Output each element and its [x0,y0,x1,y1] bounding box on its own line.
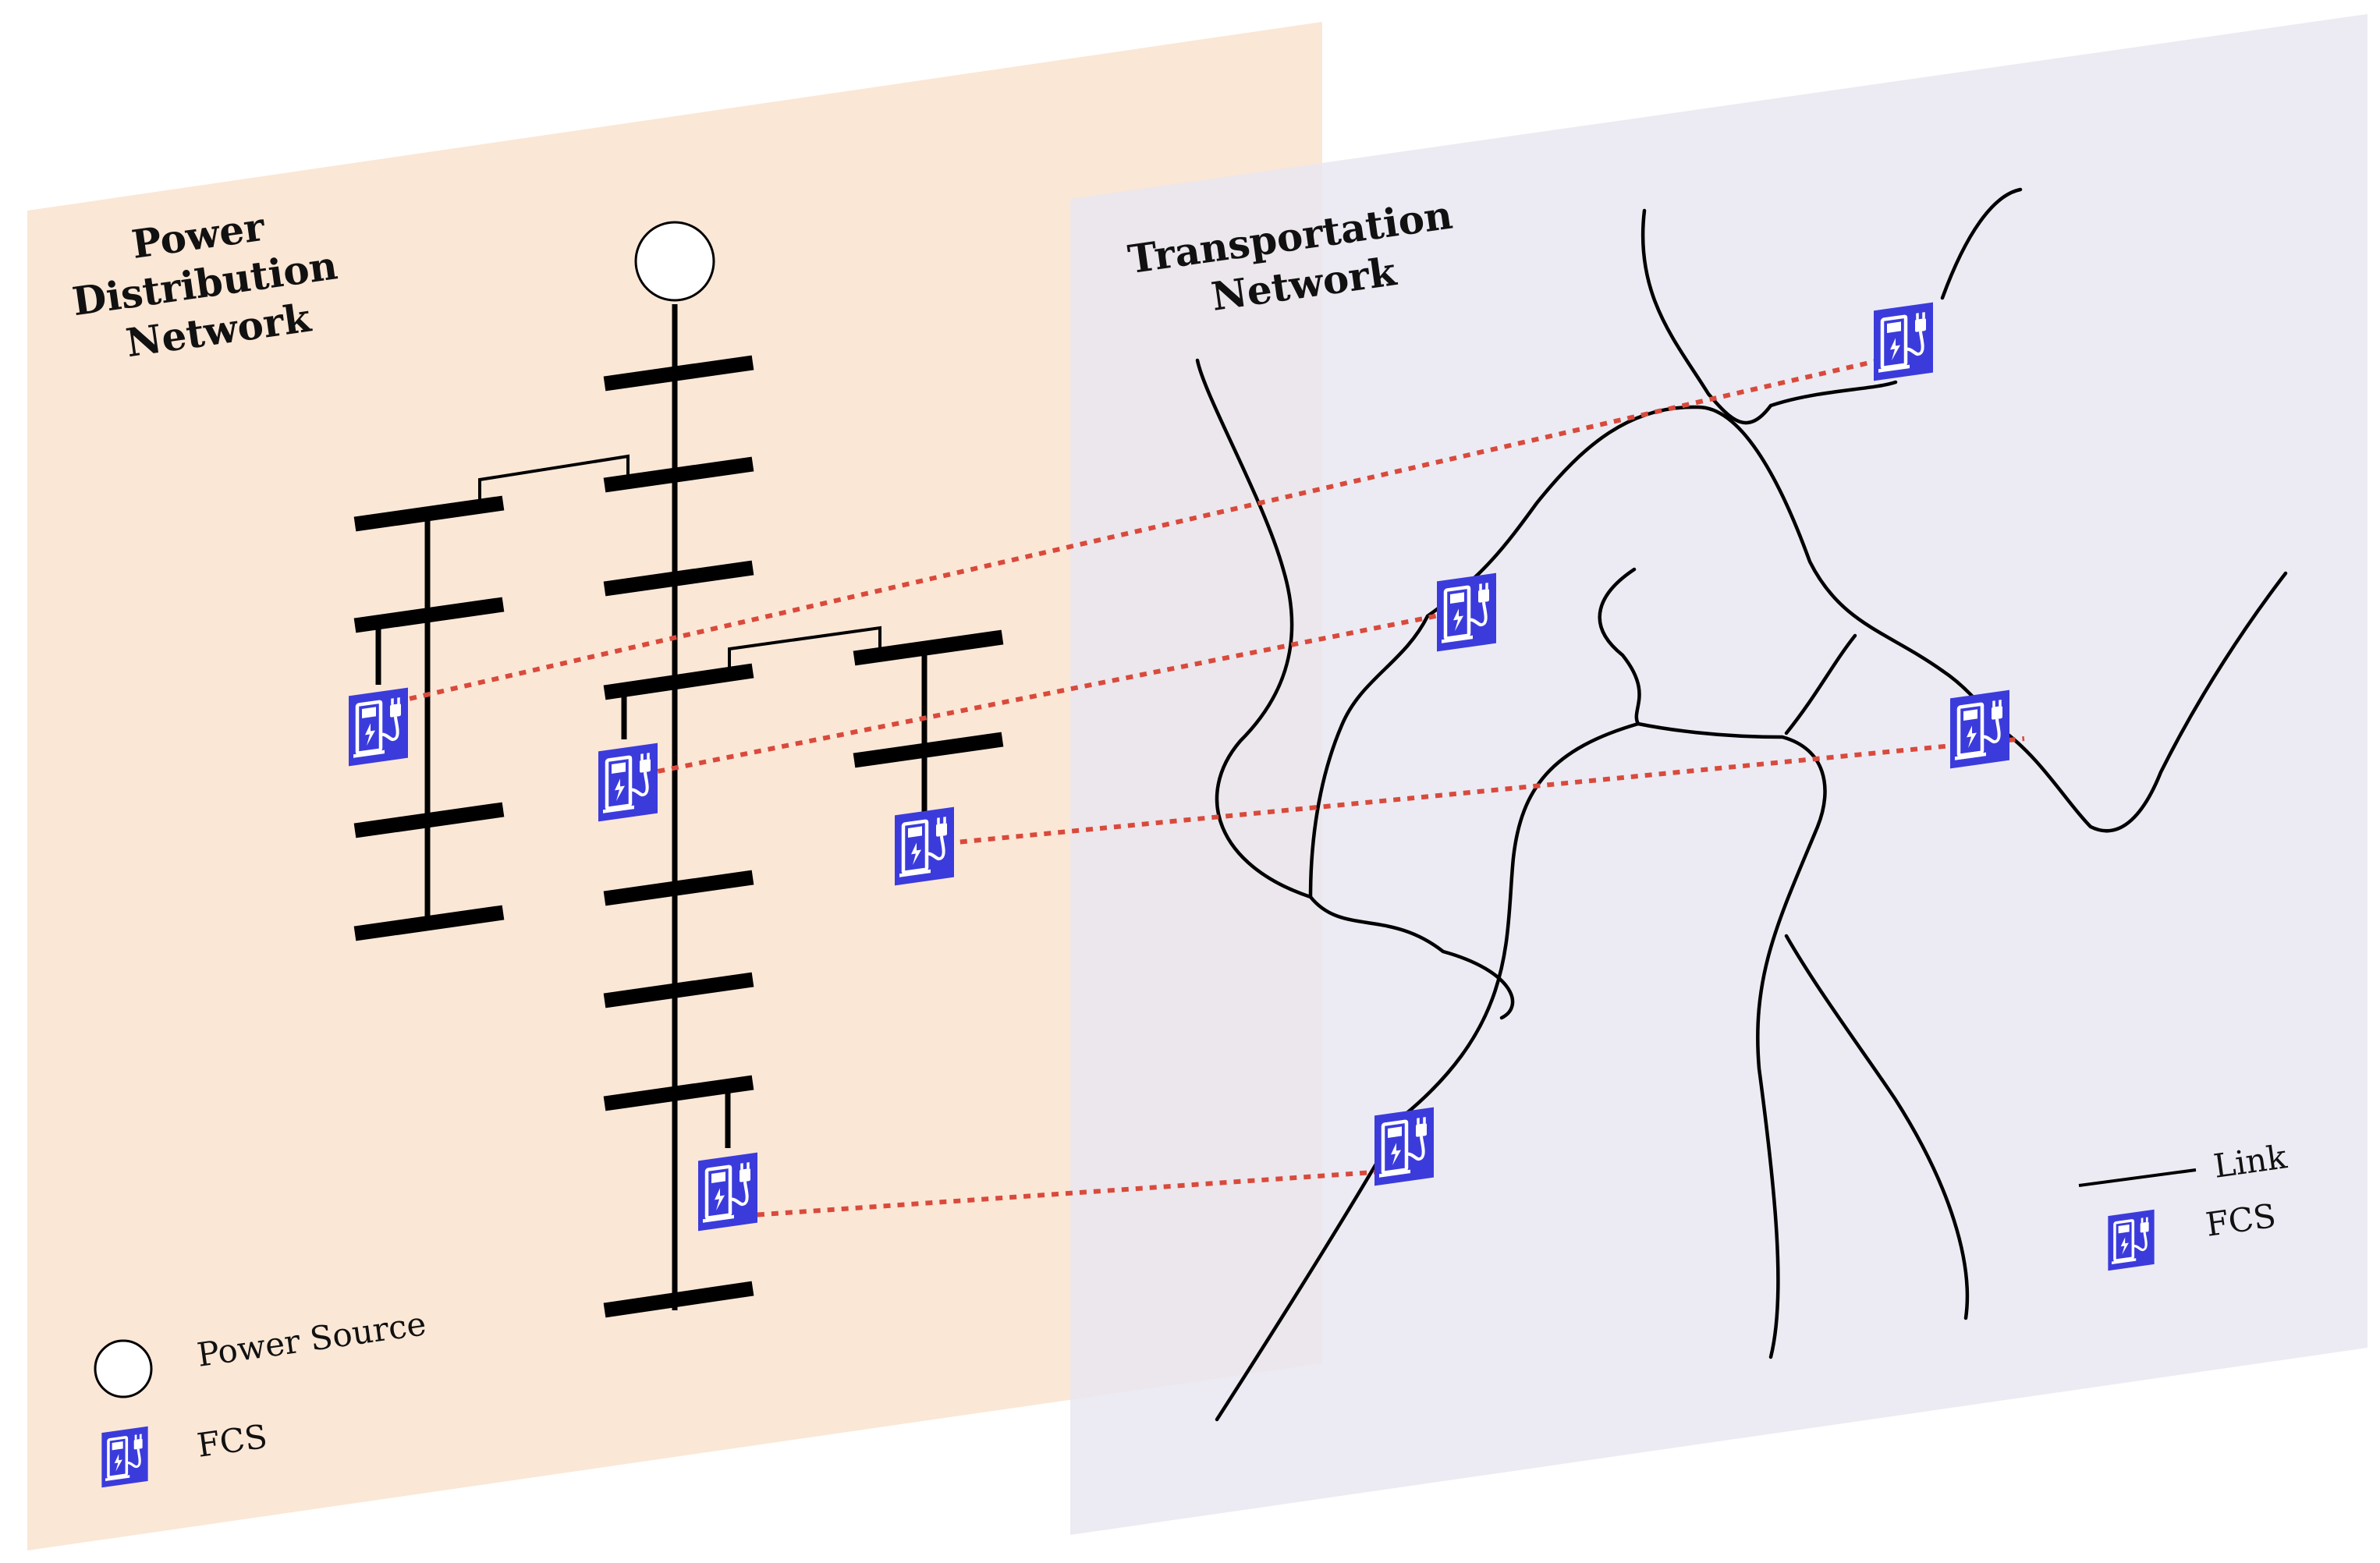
coupling-lines [354,353,2025,1219]
road-link [1999,571,2288,833]
bus [603,355,754,392]
charging-station-icon [1950,690,2009,769]
coupling-line [354,353,1904,714]
road-link [1784,934,1970,1320]
power-network [353,221,1004,1318]
coupling-line [729,1168,1409,1219]
charging-station-icon [2106,1207,2156,1273]
charging-station-icon [1437,573,1496,652]
tie-line-left [478,454,630,507]
power-source-node [634,221,715,302]
road-link [1308,614,1430,899]
charging-station-icon [1874,303,1933,381]
charging-station-icon [895,807,954,886]
bus [603,1075,754,1111]
bus [353,905,505,941]
power-source-icon [94,1339,153,1398]
coupling-line [630,608,1467,779]
coupling-line [931,736,2025,847]
road-link [1425,405,1945,673]
bus [853,629,1004,666]
charging-station-icon [349,688,408,767]
road-network [1195,187,2288,1422]
charging-station-icon [100,1424,150,1490]
road-link [1598,567,1827,1359]
bus [603,1281,754,1318]
bus [853,732,1004,768]
charging-station-icon [1374,1108,1434,1186]
road-link-sample [2078,1168,2197,1187]
road-link [1940,187,2023,300]
charging-station-icon [598,743,658,822]
bus [603,870,754,906]
charging-station-icon [698,1153,757,1232]
tie-line-right [728,626,881,677]
road-link [1784,633,1857,735]
bus [353,802,505,838]
road-link [1195,358,1313,899]
bus [603,972,754,1008]
bus [603,560,754,597]
road-link [1308,895,1515,1020]
road-link [1640,208,1898,425]
